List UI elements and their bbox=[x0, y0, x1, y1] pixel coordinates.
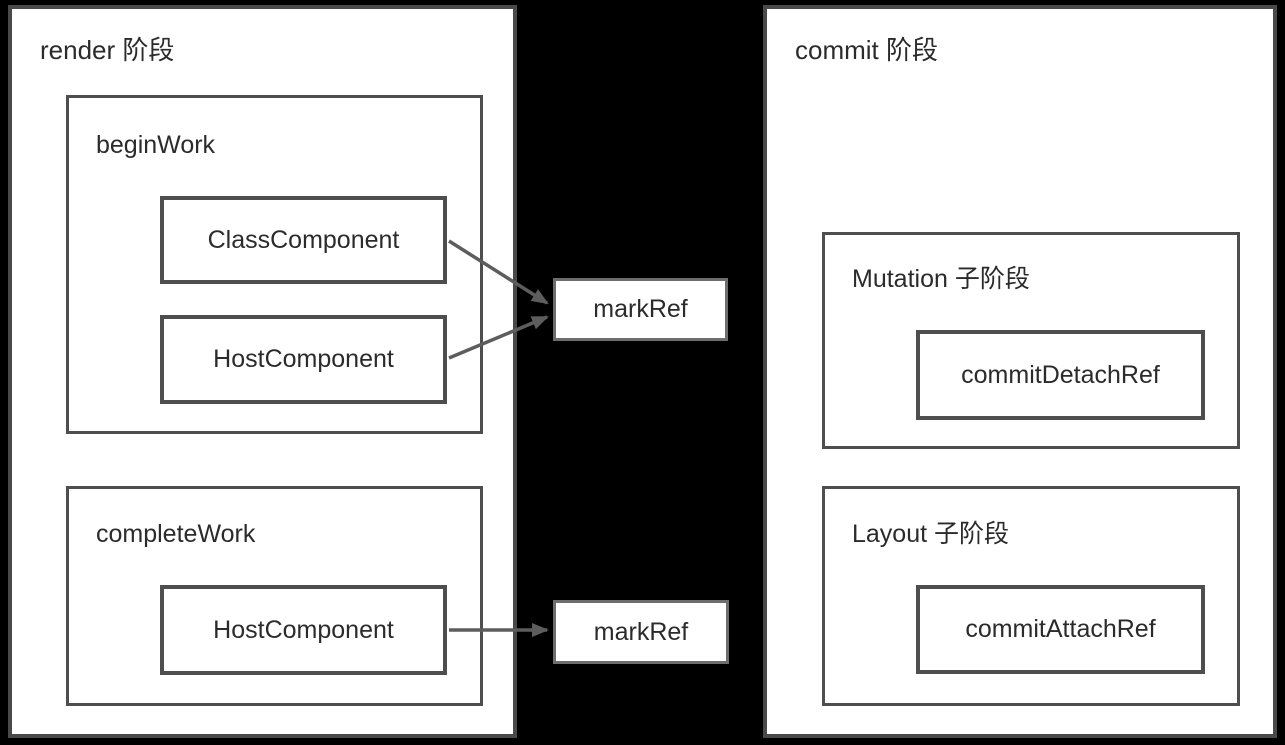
commit-attach-ref-label: commitAttachRef bbox=[965, 615, 1156, 643]
mutation-subphase-title: Mutation 子阶段 bbox=[852, 265, 1030, 293]
host-component-beginwork-box: HostComponent bbox=[160, 315, 447, 404]
begin-work-title: beginWork bbox=[96, 131, 216, 159]
mark-ref-top-box: markRef bbox=[553, 278, 728, 341]
commit-attach-ref-box: commitAttachRef bbox=[916, 585, 1205, 674]
class-component-box: ClassComponent bbox=[160, 196, 447, 284]
mark-ref-bottom-label: markRef bbox=[593, 617, 689, 646]
render-phase-title: render 阶段 bbox=[40, 35, 175, 65]
commit-detach-ref-box: commitDetachRef bbox=[916, 330, 1205, 420]
commit-phase-title: commit 阶段 bbox=[795, 35, 939, 65]
host-component-completework-box: HostComponent bbox=[160, 585, 447, 675]
mark-ref-bottom-box: markRef bbox=[553, 600, 729, 664]
host-component-completework-label: HostComponent bbox=[213, 615, 394, 644]
layout-subphase-title: Layout 子阶段 bbox=[852, 520, 1010, 548]
complete-work-title: completeWork bbox=[96, 520, 256, 548]
class-component-label: ClassComponent bbox=[207, 225, 400, 254]
host-component-beginwork-label: HostComponent bbox=[213, 345, 394, 373]
commit-detach-ref-label: commitDetachRef bbox=[961, 360, 1160, 389]
mark-ref-top-label: markRef bbox=[593, 295, 688, 323]
